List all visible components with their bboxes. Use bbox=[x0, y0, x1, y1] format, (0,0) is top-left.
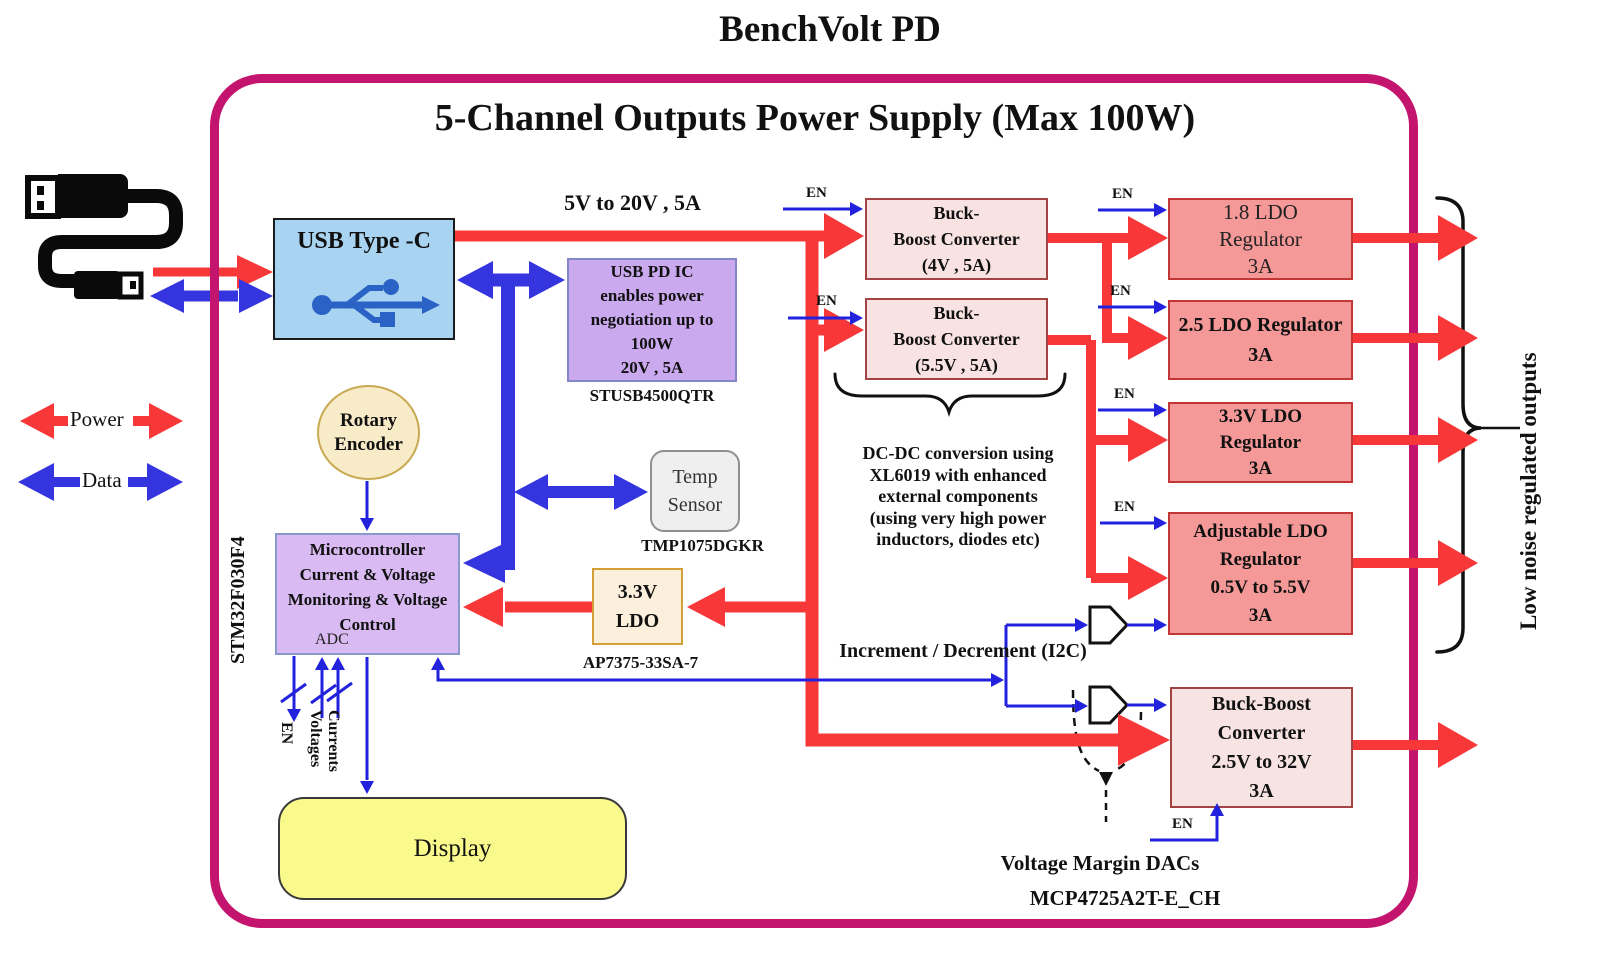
ldo-3v3-reg-line: 3.3V LDO bbox=[1218, 405, 1303, 427]
ldo-3v3-reg-line: Regulator bbox=[1219, 431, 1302, 453]
ldo-1v8-block: 1.8 LDO Regulator 3A bbox=[1168, 198, 1353, 280]
ldo-3v3-line: 3.3V bbox=[617, 580, 658, 603]
usb-pd-line: negotiation up to bbox=[590, 310, 714, 329]
bb-4v-line: Buck- bbox=[933, 203, 980, 223]
display-block: Display bbox=[278, 797, 627, 900]
bb-4v-line: (4V , 5A) bbox=[921, 255, 992, 275]
legend-power-label: Power bbox=[70, 407, 124, 431]
dcdc-note: DC-DC conversion using XL6019 with enhan… bbox=[838, 443, 1078, 551]
usb-pd-ic-block: USB PD IC enables power negotiation up t… bbox=[567, 258, 737, 382]
bb-5v5-line: Buck- bbox=[933, 303, 980, 323]
system-boundary bbox=[210, 74, 1418, 928]
buck-boost-5v5-block: Buck- Boost Converter (5.5V , 5A) bbox=[865, 298, 1048, 380]
usb-pd-part-number: STUSB4500QTR bbox=[589, 386, 715, 405]
mcu-line: Monitoring & Voltage bbox=[287, 590, 448, 609]
dcdc-note-line: external components bbox=[878, 486, 1038, 506]
page-title: BenchVolt PD bbox=[719, 9, 941, 50]
en-label-bb1: EN bbox=[806, 185, 827, 201]
en-label-ldo25: EN bbox=[1110, 283, 1131, 299]
mcu-part-number: STM32F030F4 bbox=[227, 536, 249, 664]
rotary-line: Encoder bbox=[334, 433, 403, 455]
en-label-ldoadj: EN bbox=[1114, 499, 1135, 515]
temp-sensor-line: Temp bbox=[672, 466, 718, 488]
buck-boost-adjustable-block: Buck-Boost Converter 2.5V to 32V 3A bbox=[1170, 687, 1353, 808]
temp-sensor-line: Sensor bbox=[667, 494, 723, 516]
en-label-ldo33r: EN bbox=[1114, 386, 1135, 402]
usb-type-c-block: USB Type -C bbox=[273, 218, 455, 340]
temp-sensor-block: Temp Sensor bbox=[650, 450, 740, 532]
mcu-line: Control bbox=[339, 615, 396, 634]
dcdc-note-line: inductors, diodes etc) bbox=[876, 529, 1040, 549]
microcontroller-block: Microcontroller Current & Voltage Monito… bbox=[275, 533, 460, 655]
pin-voltages-label: Voltages bbox=[307, 710, 324, 768]
bb-5v5-line: (5.5V , 5A) bbox=[915, 355, 998, 375]
low-noise-outputs-label: Low noise regulated outputs bbox=[1516, 352, 1541, 630]
dcdc-note-line: DC-DC conversion using bbox=[862, 443, 1054, 463]
input-power-label: 5V to 20V , 5A bbox=[564, 190, 701, 215]
ldo-2v5-block: 2.5 LDO Regulator 3A bbox=[1168, 300, 1353, 380]
rotary-line: Rotary bbox=[340, 409, 397, 431]
ldo-1v8-line: Regulator bbox=[1219, 226, 1302, 251]
bb-5v5-line: Boost Converter bbox=[893, 329, 1020, 349]
display-label: Display bbox=[413, 834, 492, 862]
usb-type-c-label: USB Type -C bbox=[297, 228, 431, 254]
temp-sensor-part-number: TMP1075DGKR bbox=[641, 536, 764, 555]
bb-adj-line: Buck-Boost bbox=[1212, 692, 1311, 715]
bb-adj-line: 3A bbox=[1249, 779, 1274, 802]
dac-part-number: MCP4725A2T-E_CH bbox=[1029, 886, 1221, 910]
ldo-adj-line: Regulator bbox=[1219, 548, 1302, 570]
ldo-adj-line: 0.5V to 5.5V bbox=[1210, 576, 1311, 598]
ldo-3v3-line: LDO bbox=[615, 609, 660, 632]
adjustable-ldo-block: Adjustable LDO Regulator 0.5V to 5.5V 3A bbox=[1168, 512, 1353, 635]
ldo-3v3-reg-line: 3A bbox=[1248, 457, 1273, 479]
ldo-adj-line: Adjustable LDO bbox=[1193, 520, 1328, 542]
mcu-line: Current & Voltage bbox=[299, 565, 436, 584]
ldo-1v8-line: 1.8 LDO bbox=[1223, 199, 1298, 224]
en-label-bb2: EN bbox=[816, 293, 837, 309]
usb-cable-icon bbox=[25, 174, 183, 300]
adc-label: ADC bbox=[315, 631, 349, 648]
bb-adj-line: 2.5V to 32V bbox=[1211, 750, 1312, 773]
dcdc-note-line: XL6019 with enhanced bbox=[869, 464, 1047, 485]
bb-adj-line: Converter bbox=[1217, 721, 1306, 744]
usb-pd-line: 100W bbox=[630, 334, 674, 353]
buck-boost-4v-block: Buck- Boost Converter (4V , 5A) bbox=[865, 198, 1048, 280]
ldo-3v3-part-number: AP7375-33SA-7 bbox=[582, 653, 699, 672]
ldo-2v5-line: 2.5 LDO Regulator bbox=[1178, 314, 1343, 336]
usb-pd-line: enables power bbox=[600, 286, 704, 305]
ldo-3v3-block: 3.3V LDO bbox=[592, 568, 683, 645]
i2c-label: Increment / Decrement (I2C) bbox=[839, 640, 1087, 662]
rotary-encoder-block: Rotary Encoder bbox=[317, 385, 420, 480]
legend-data-label: Data bbox=[82, 468, 122, 492]
voltage-margin-dacs-label: Voltage Margin DACs bbox=[1000, 851, 1200, 875]
en-label-ldo18: EN bbox=[1112, 186, 1133, 202]
outputs-brace bbox=[1435, 196, 1520, 654]
usb-pd-line: USB PD IC bbox=[610, 262, 694, 281]
bb-4v-line: Boost Converter bbox=[893, 229, 1020, 249]
ldo-3v3-regulator-block: 3.3V LDO Regulator 3A bbox=[1168, 402, 1353, 483]
usb-pd-line: 20V , 5A bbox=[620, 358, 684, 377]
ldo-2v5-line: 3A bbox=[1248, 344, 1273, 366]
pin-currents-label: Currents bbox=[325, 710, 342, 772]
ldo-adj-line: 3A bbox=[1248, 604, 1273, 626]
diagram-subtitle: 5-Channel Outputs Power Supply (Max 100W… bbox=[434, 97, 1196, 139]
en-label-bb3: EN bbox=[1172, 816, 1193, 832]
pin-en-label: EN bbox=[278, 722, 295, 745]
ldo-1v8-line: 3A bbox=[1247, 253, 1274, 278]
dcdc-note-line: (using very high power bbox=[869, 507, 1047, 528]
mcu-line: Microcontroller bbox=[309, 540, 426, 559]
